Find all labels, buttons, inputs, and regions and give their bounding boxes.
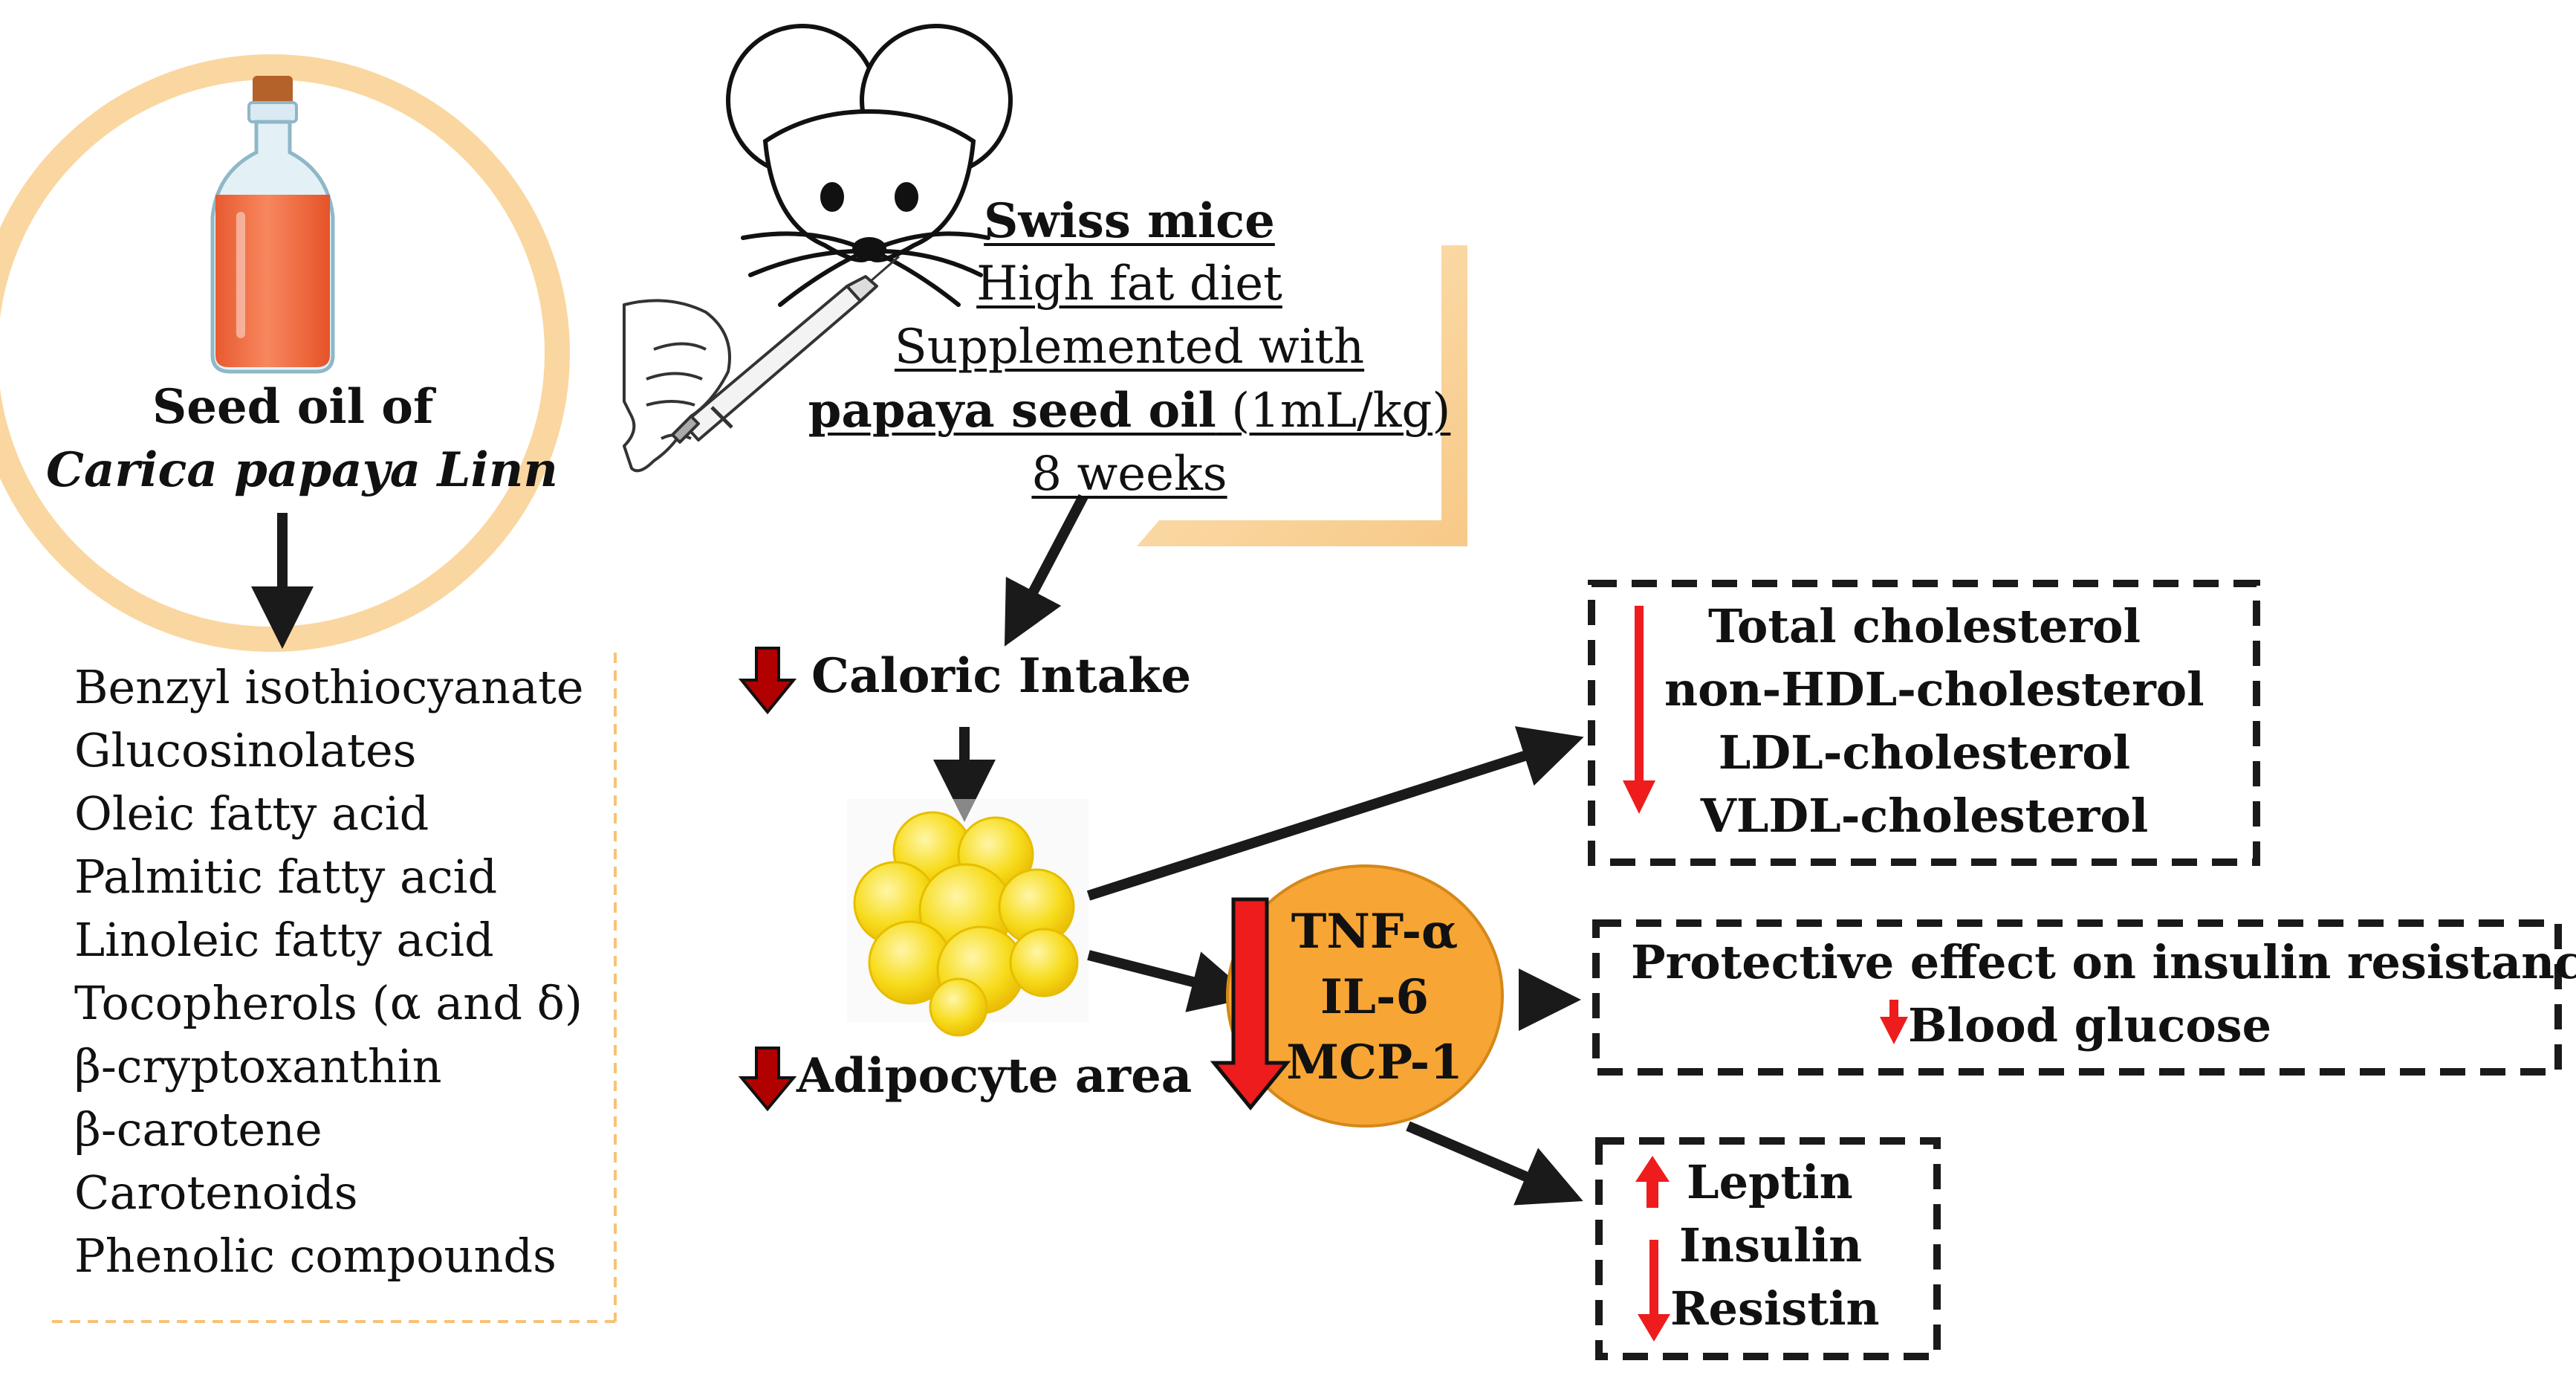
- study-duration: 8 weeks: [1031, 447, 1227, 502]
- cytokine-circle: [1226, 864, 1504, 1128]
- adipocyte-icon: [847, 799, 1089, 1037]
- adipocyte-area-label: Adipocyte area: [797, 1048, 1193, 1104]
- study-dose: papaya seed oil (1mL/kg): [802, 379, 1456, 443]
- compound-list-bracket: [52, 653, 617, 1323]
- list-item: Benzyl isothiocyanate: [74, 660, 584, 714]
- glucose-decrease-arrow-icon: [1880, 1000, 1908, 1044]
- source-label-line2: Carica papaya Linn: [46, 442, 558, 498]
- study-oil: papaya seed oil: [808, 383, 1216, 439]
- insulin-resistin-decrease-arrow-icon: [1638, 1240, 1670, 1342]
- cytokine-mcp1: MCP-1: [1286, 1035, 1463, 1090]
- caloric-intake-label: Caloric Intake: [811, 648, 1192, 704]
- cytokine-labels: TNF-α IL-6 MCP-1: [1263, 899, 1486, 1096]
- hormone-box: [1595, 1137, 1941, 1360]
- lipid-labels: Total cholesterol non-HDL-cholesterol LD…: [1664, 595, 2204, 847]
- hormone-insulin: Insulin: [1679, 1218, 1863, 1272]
- adipocyte-to-cytokines-arrow: [1087, 950, 1254, 1012]
- list-item: Glucosinolates: [74, 723, 417, 777]
- hormone-leptin: Leptin: [1687, 1155, 1853, 1209]
- study-dose-amount: (1mL/kg): [1216, 384, 1451, 439]
- lipid-item: LDL-cholesterol: [1718, 725, 2131, 780]
- insulin-resistance-box: [1592, 919, 2562, 1076]
- lipid-box: [1588, 580, 2260, 866]
- lipid-item: VLDL-cholesterol: [1700, 789, 2149, 843]
- hormone-labels: Leptin Insulin Resistin: [1670, 1151, 1880, 1340]
- syringe-hand-icon: [623, 255, 900, 473]
- cytokines-to-hormones-arrow: [1406, 1121, 1583, 1206]
- cytokine-tnf: TNF-α: [1291, 904, 1459, 960]
- list-item: β-carotene: [74, 1102, 322, 1157]
- source-label-line1: Seed oil of: [152, 379, 434, 435]
- list-item: Tocopherols (α and δ): [74, 976, 583, 1030]
- list-item: Oleic fatty acid: [74, 786, 429, 841]
- study-design: Swiss mice High fat diet Supplemented wi…: [802, 190, 1456, 506]
- insulin-resistance-label: Protective effect on insulin resistance: [1631, 935, 2576, 989]
- caloric-decrease-arrow-icon: [738, 647, 797, 715]
- blood-glucose-label: Blood glucose: [1908, 998, 2272, 1052]
- study-diet: High fat diet: [976, 256, 1282, 311]
- cytokine-decrease-arrow-icon: [1210, 897, 1291, 1110]
- compound-list: Benzyl isothiocyanate Glucosinolates Ole…: [74, 656, 584, 1287]
- adipocyte-decrease-arrow-icon: [738, 1047, 797, 1112]
- mouse-icon: [726, 24, 1013, 307]
- list-item: Palmitic fatty acid: [74, 850, 498, 904]
- cytokine-il6: IL-6: [1320, 969, 1430, 1025]
- study-to-caloric-arrow: [1004, 494, 1089, 647]
- lipid-item: non-HDL-cholesterol: [1664, 662, 2204, 717]
- adipocyte-to-lipids-arrow: [1086, 726, 1584, 901]
- list-item: Phenolic compounds: [74, 1229, 557, 1283]
- hormone-resistin: Resistin: [1670, 1281, 1880, 1336]
- study-supplement: Supplemented with: [894, 320, 1365, 375]
- leptin-increase-arrow-icon: [1635, 1156, 1670, 1208]
- list-item: β-cryptoxanthin: [74, 1039, 442, 1093]
- study-subject: Swiss mice: [984, 193, 1275, 249]
- oil-bottle-icon: [210, 76, 335, 374]
- lipid-decrease-arrow-icon: [1623, 606, 1655, 814]
- list-item: Linoleic fatty acid: [74, 913, 494, 967]
- lipid-item: Total cholesterol: [1707, 599, 2141, 653]
- list-item: Carotenoids: [74, 1165, 358, 1220]
